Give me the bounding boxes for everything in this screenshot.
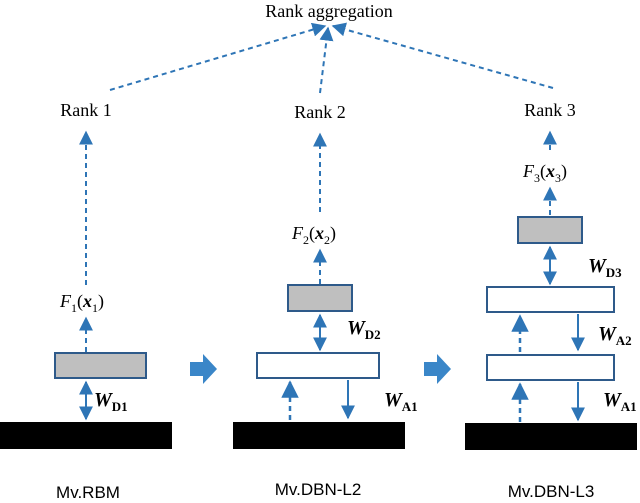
function-f1: F1(x1) bbox=[59, 291, 104, 315]
weight-wa1-l3: WA1 bbox=[603, 389, 637, 414]
caption-mv-dbn-l3: Mv.DBN-L3 bbox=[508, 482, 595, 501]
weight-wd1: WD1 bbox=[94, 389, 128, 414]
visible-layer-2 bbox=[233, 422, 405, 449]
caption-mv-dbn-l2: Mv.DBN-L2 bbox=[275, 480, 362, 499]
arrow-rank1-to-aggregation bbox=[109, 22, 327, 91]
function-f2: F2(x2) bbox=[291, 223, 336, 247]
hidden-layer-2-top bbox=[287, 284, 353, 312]
hidden-layer-3-bottom bbox=[486, 354, 615, 381]
visible-layer-3 bbox=[465, 423, 637, 450]
arrow-rank3-to-aggregation bbox=[331, 22, 554, 89]
caption-mv-rbm: Mv.RBM bbox=[56, 483, 120, 502]
visible-layer-1 bbox=[0, 422, 172, 449]
block-arrow-1 bbox=[190, 354, 217, 384]
weight-wa2: WA2 bbox=[598, 323, 632, 348]
hidden-layer-1 bbox=[54, 352, 147, 379]
hidden-layer-2-bottom bbox=[256, 352, 380, 379]
weight-wd3: WD3 bbox=[588, 255, 622, 280]
weight-wa1-l2: WA1 bbox=[384, 389, 418, 414]
title: Rank aggregation bbox=[265, 1, 392, 21]
rank-1-label: Rank 1 bbox=[60, 100, 112, 120]
block-arrow-2 bbox=[424, 354, 451, 384]
weight-wd2: WD2 bbox=[347, 317, 381, 342]
function-f3: F3(x3) bbox=[522, 161, 567, 185]
rank-3-label: Rank 3 bbox=[524, 100, 576, 120]
hidden-layer-3-middle bbox=[486, 286, 615, 313]
rank-2-label: Rank 2 bbox=[294, 102, 346, 122]
arrow-rank2-to-aggregation bbox=[319, 26, 334, 94]
hidden-layer-3-top bbox=[517, 216, 583, 244]
